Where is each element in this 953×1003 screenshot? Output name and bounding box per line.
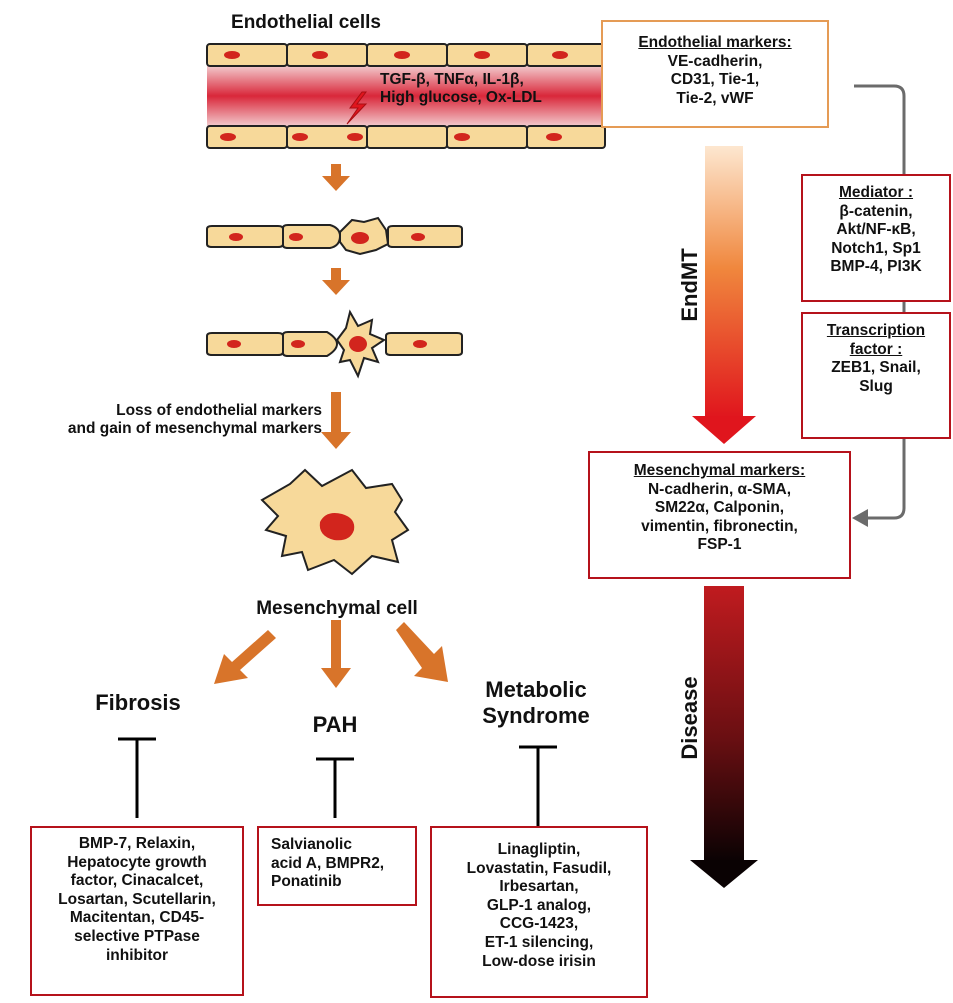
endmt-arrow [692,146,756,444]
inhibition-symbols [118,737,557,826]
metabolic-treatment-7: Low-dose irisin [482,952,596,970]
stimuli-line-1: TGF-β, TNFα, IL-1β, [380,71,524,88]
mesenchymal-markers-heading: Mesenchymal markers: [633,462,806,479]
fibrosis-treatment-1: BMP-7, Relaxin, [78,835,196,852]
mediator-2: Akt/NF-κB, [836,221,916,239]
metabolic-treatment-4: GLP-1 analog, [486,896,592,914]
endothelial-marker-1: VE-cadherin, [667,52,763,70]
mesenchymal-marker-2: SM22α, Calponin, [654,499,785,517]
disease-metabolic-label: Metabolic Syndrome [446,677,626,729]
fibrosis-treatment-2: Hepatocyte growth [67,853,207,871]
transcription-heading-1: Transcription [826,322,926,339]
metabolic-treatment-6: ET-1 silencing, [484,933,594,951]
fibrosis-treatment-7: inhibitor [106,946,168,964]
endothelial-marker-2: CD31, Tie-1, [670,71,760,89]
grey-connector [852,84,906,527]
stimuli-line-2: High glucose, Ox-LDL [380,89,542,107]
mesenchymal-marker-4: FSP-1 [697,536,742,554]
pah-treatment-1: Salvianolic [271,836,352,853]
stimuli-text: TGF-β, TNFα, IL-1β, High glucose, Ox-LDL [380,71,595,108]
transcription-factor-1: ZEB1, Snail, [831,359,921,377]
mesenchymal-marker-1: N-cadherin, α-SMA, [647,480,791,498]
orange-down-arrows [321,164,351,449]
cell-row-stage-3 [206,309,463,379]
pah-treatment-2: acid A, BMPR2, [271,854,385,872]
transcription-factor-2: Slug [859,377,893,395]
metabolic-line-1: Metabolic [485,677,587,702]
metabolic-treatment-2: Lovastatin, Fasudil, [466,859,612,877]
vessel-top-cells [206,43,606,67]
mesenchymal-marker-3: vimentin, fibronectin, [641,517,798,535]
mesenchymal-cell [260,468,410,576]
mesenchymal-markers-box: Mesenchymal markers: N-cadherin, α-SMA, … [588,451,851,579]
mediator-box: Mediator : β-catenin, Akt/NF-κB, Notch1,… [801,174,951,302]
metabolic-treatments-box: Linagliptin, Lovastatin, Fasudil, Irbesa… [430,826,648,998]
fibrosis-treatment-3: factor, Cinacalcet, [70,872,204,890]
endmt-label: EndMT [677,248,702,322]
disease-pah-label: PAH [312,712,358,737]
endothelial-markers-box: Endothelial markers: VE-cadherin, CD31, … [601,20,829,128]
cell-row-stage-2 [206,216,463,256]
mediator-3: Notch1, Sp1 [831,239,921,257]
loss-line-1: Loss of endothelial markers [116,402,322,419]
fibrosis-treatment-6: selective PTPase [74,927,200,945]
pah-treatments-box: Salvianolic acid A, BMPR2, Ponatinib [257,826,417,906]
fibrosis-treatment-4: Losartan, Scutellarin, [58,890,216,908]
metabolic-line-2: Syndrome [482,702,590,728]
mediator-4: BMP-4, PI3K [830,258,922,276]
metabolic-treatment-1: Linagliptin, [497,841,581,858]
fibrosis-treatment-5: Macitentan, CD45- [69,909,205,927]
disease-arrow [690,586,758,888]
mediator-1: β-catenin, [839,202,913,220]
loss-gain-text: Loss of endothelial markers and gain of … [2,402,322,439]
disease-label: Disease [677,676,702,760]
endothelial-cells-title: Endothelial cells [231,12,381,33]
blood-vessel [206,43,606,149]
mediator-heading: Mediator : [838,184,914,201]
loss-line-2: and gain of mesenchymal markers [67,420,322,438]
endothelial-markers-heading: Endothelial markers: [638,34,792,51]
transcription-heading-2: factor : [849,340,903,358]
lightning-bolt-icon [346,91,368,125]
endothelial-marker-3: Tie-2, vWF [676,89,754,107]
disease-fibrosis-label: Fibrosis [95,690,181,715]
metabolic-treatment-3: Irbesartan, [499,878,579,896]
metabolic-treatment-5: CCG-1423, [499,915,579,933]
mesenchymal-cell-label: Mesenchymal cell [256,598,418,619]
disease-arrows [214,620,448,688]
vessel-bottom-cells [206,125,606,149]
fibrosis-treatments-box: BMP-7, Relaxin, Hepatocyte growth factor… [30,826,244,996]
pah-treatment-3: Ponatinib [271,873,342,891]
transcription-factor-box: Transcription factor : ZEB1, Snail, Slug [801,312,951,439]
